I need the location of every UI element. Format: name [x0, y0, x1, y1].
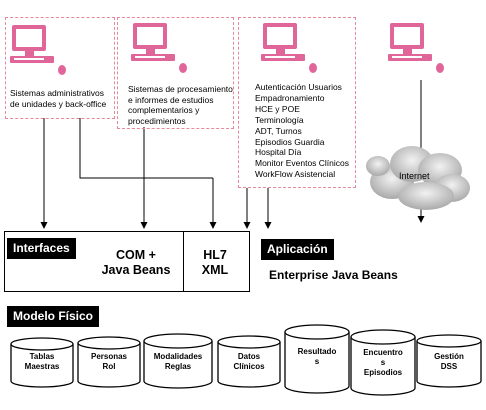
module-item: WorkFlow Asistencial [255, 169, 336, 180]
interfaces-divider [183, 231, 184, 292]
db-label: Reglas [164, 362, 192, 371]
com-line: COM + [116, 248, 156, 262]
client-studies-label: Sistemas de procesamiento e informes de … [128, 84, 233, 126]
hl7-xml-text: HL7 XML [190, 248, 240, 278]
db-label: Episodios [363, 368, 403, 377]
xml-line: XML [201, 263, 229, 277]
database-icon [77, 336, 141, 388]
module-item: Autenticación Usuarios [255, 82, 342, 92]
db-label: Modalidades [153, 352, 203, 361]
physical-model-label: Modelo Físico [7, 306, 100, 327]
db-label: Personas [90, 352, 128, 361]
module-item: Episodios Guardia [255, 136, 325, 147]
db-datos-clinicos: Datos Clínicos [218, 352, 280, 372]
module-item: ADT, Turnos [255, 125, 302, 136]
db-label: Datos [237, 352, 261, 361]
hl7-line: HL7 [203, 248, 227, 262]
computer-icon [261, 23, 317, 73]
db-label: DSS [440, 362, 458, 371]
db-label: Rol [102, 362, 116, 371]
module-item: Terminología [255, 114, 304, 125]
db-label: Maestras [24, 362, 60, 371]
database-icon [10, 337, 74, 388]
internet-label: Internet [399, 171, 430, 181]
module-item: Monitor Eventos Clínicos [255, 158, 350, 169]
module-item: Hospital Día [255, 147, 302, 158]
database-icon [416, 334, 482, 388]
computer-icon [10, 25, 66, 75]
client-box-admin [5, 17, 115, 119]
database-icon [217, 335, 281, 388]
db-modalidades-reglas: Modalidades Reglas [144, 352, 212, 372]
db-label: Tablas [29, 352, 55, 361]
javabeans-line: Java Beans [101, 263, 171, 277]
application-modules-list: Autenticación Usuarios Empadronamiento H… [255, 82, 360, 180]
db-gestion-dss: Gestión DSS [417, 352, 481, 372]
com-javabeans-text: COM + Java Beans [94, 248, 178, 278]
application-subtitle: Enterprise Java Beans [269, 268, 398, 282]
db-tablas-maestras: Tablas Maestras [11, 352, 73, 372]
database-icon [350, 329, 416, 396]
db-resultados: Resultado s [285, 347, 349, 367]
database-icon [143, 333, 213, 389]
db-label: Encuentro [363, 348, 403, 357]
client-box-application [238, 17, 356, 188]
db-label: Clínicos [233, 362, 265, 371]
db-label: Gestión [434, 352, 464, 361]
database-icon [284, 324, 350, 394]
client-box-studies [117, 17, 234, 129]
db-personas-rol: Personas Rol [78, 352, 140, 372]
db-label: s [314, 357, 320, 366]
db-label: s [380, 358, 386, 367]
application-label: Aplicación [261, 239, 334, 260]
db-encuentros-episodios: Encuentro s Episodios [351, 348, 415, 378]
db-label: Resultado [297, 347, 337, 356]
client-admin-label: Sistemas administrativos de unidades y b… [10, 88, 107, 109]
module-item: Empadronamiento [255, 92, 325, 103]
module-item: HCE y POE [255, 103, 300, 114]
interfaces-label: Interfaces [7, 238, 76, 259]
computer-icon [131, 23, 187, 73]
computer-icon [388, 23, 444, 73]
interfaces-box [4, 231, 250, 292]
